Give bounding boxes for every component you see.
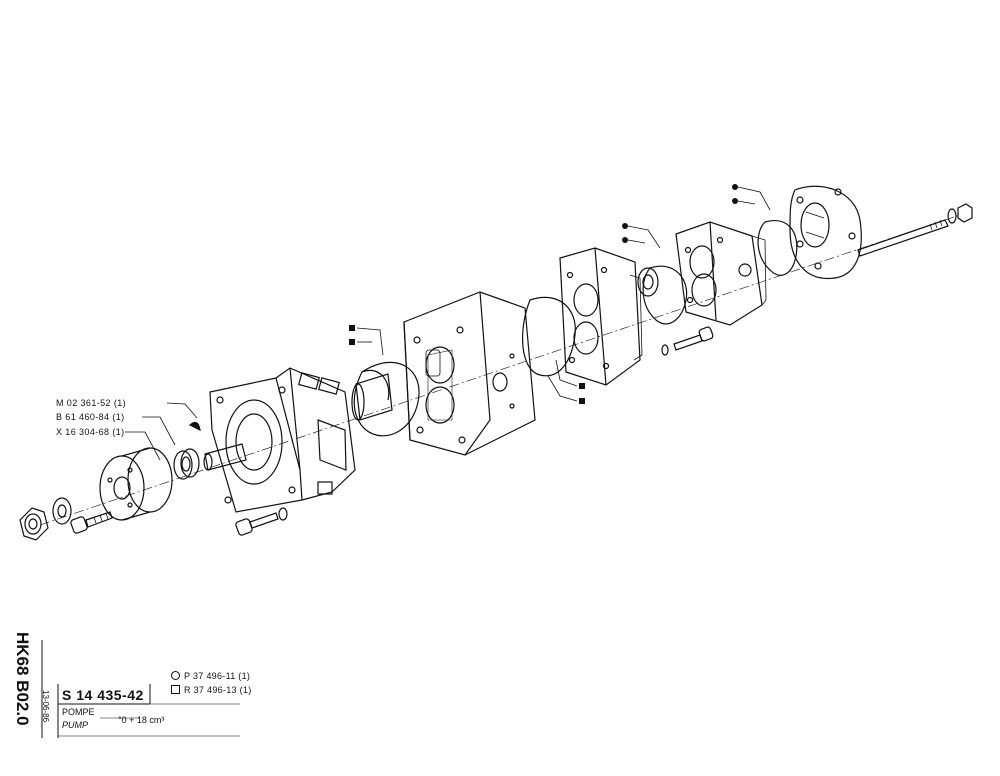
spline-coupling — [351, 373, 393, 421]
centre-axis — [39, 214, 961, 526]
gasket-2 — [521, 296, 576, 377]
seal-ring — [173, 448, 200, 480]
screw — [70, 511, 113, 534]
title-block-rules — [41, 640, 240, 738]
gasket-4 — [757, 220, 798, 276]
pump-body-3 — [675, 221, 767, 326]
nut — [19, 507, 49, 541]
circle-markers — [622, 184, 738, 243]
gear — [637, 267, 659, 297]
square-markers — [349, 325, 585, 404]
drawing-code: HK68 B02.0 — [13, 632, 32, 726]
alternative-1: P 37 496-11 (1) — [171, 671, 250, 681]
sheet-number: S 14 435-42 — [62, 687, 144, 703]
callout-part-3: X 16 304-68 (1) — [56, 427, 125, 437]
screw-2 — [235, 507, 288, 536]
tie-rod — [857, 203, 973, 257]
drawing-date: 13-06-86 — [41, 690, 50, 723]
circle-icon — [171, 671, 180, 680]
woodruff-key — [188, 421, 201, 432]
screw-3 — [661, 326, 714, 356]
pump-body-2 — [559, 247, 643, 386]
description-fr: POMPE — [62, 707, 95, 717]
description-en: PUMP — [62, 720, 89, 730]
callout-part-2: B 61 460-84 (1) — [56, 412, 125, 422]
coupling-hub — [99, 447, 173, 521]
gasket-1 — [353, 361, 420, 437]
pump-body-1 — [403, 291, 536, 456]
alternative-2: R 37 496-13 (1) — [171, 685, 252, 695]
front-flange — [203, 367, 356, 513]
callout-part-1: M 02 361-52 (1) — [56, 398, 127, 408]
washer — [52, 497, 72, 525]
capacity: °0 + 18 cm³ — [118, 715, 165, 725]
square-icon — [171, 685, 180, 694]
leader-lines — [125, 186, 771, 461]
end-cover — [789, 185, 862, 280]
